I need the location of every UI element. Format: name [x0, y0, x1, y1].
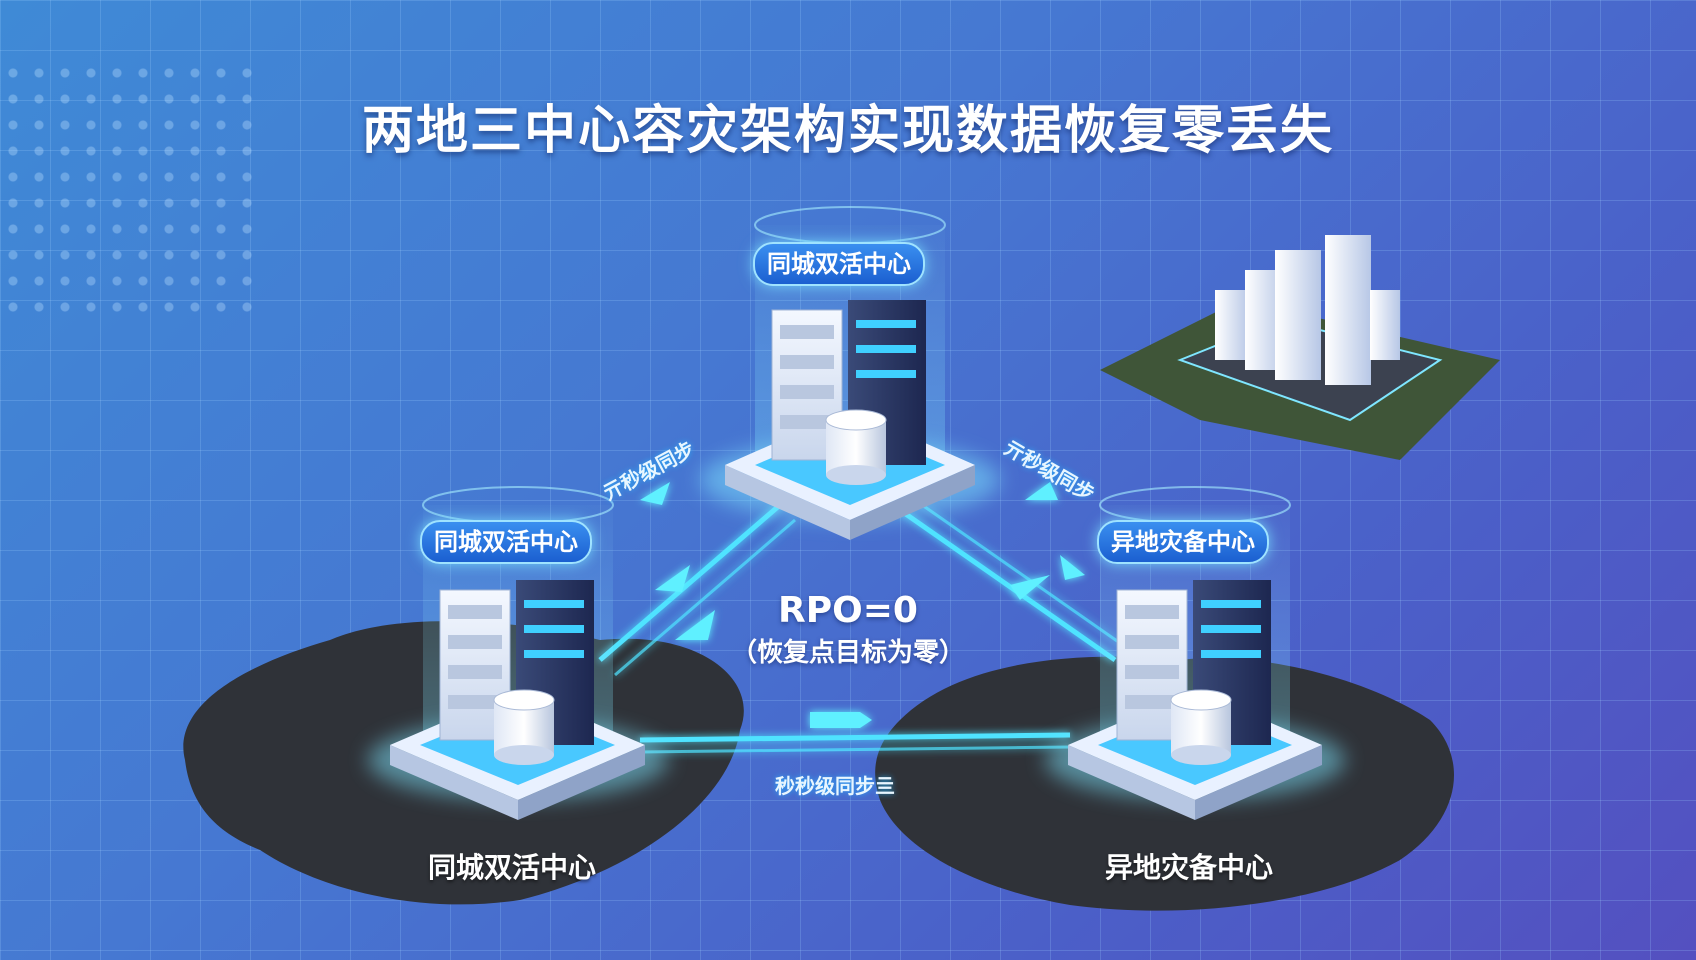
database-cylinder-icon: [493, 689, 555, 765]
arrow-icons: [640, 482, 1085, 728]
server-rack-icon: [1116, 580, 1271, 745]
city-buildings-icon: [1100, 235, 1500, 460]
arrow-icon: [1060, 555, 1085, 580]
link-top-right-2: [914, 498, 1131, 652]
arrow-icon: [640, 482, 670, 505]
link-bottom-2: [639, 745, 1071, 754]
dot-pattern: [0, 60, 260, 320]
database-cylinder-icon: [1170, 689, 1232, 765]
arrow-icon: [1025, 482, 1058, 500]
database-cylinder-icon: [825, 409, 887, 485]
link-bottom: [639, 732, 1071, 743]
badge-right-node: 异地灾备中心: [1097, 520, 1269, 564]
arrow-icon: [1010, 575, 1050, 600]
link-label-bottom: 秒秒级同步亖: [775, 774, 895, 798]
badge-left-node: 同城双活中心: [420, 520, 592, 564]
rpo-description: （恢复点目标为零）: [730, 638, 965, 668]
ground-label-left: 同城双活中心: [428, 851, 597, 884]
sync-links: [598, 498, 1131, 754]
server-rack-icon: [771, 300, 926, 465]
rpo-value: RPO=0: [778, 590, 918, 631]
arrow-icon: [655, 565, 690, 592]
link-left-top-2: [614, 518, 796, 677]
arrow-icon: [675, 610, 715, 640]
badge-top-node: 同城双活中心: [753, 242, 925, 286]
link-left-top: [598, 503, 782, 662]
arrow-icon: [810, 712, 872, 728]
ground-label-right: 异地灾备中心: [1105, 851, 1274, 884]
link-top-right: [898, 507, 1117, 663]
page-title: 两地三中心容灾架构实现数据恢复零丢失: [361, 101, 1334, 161]
